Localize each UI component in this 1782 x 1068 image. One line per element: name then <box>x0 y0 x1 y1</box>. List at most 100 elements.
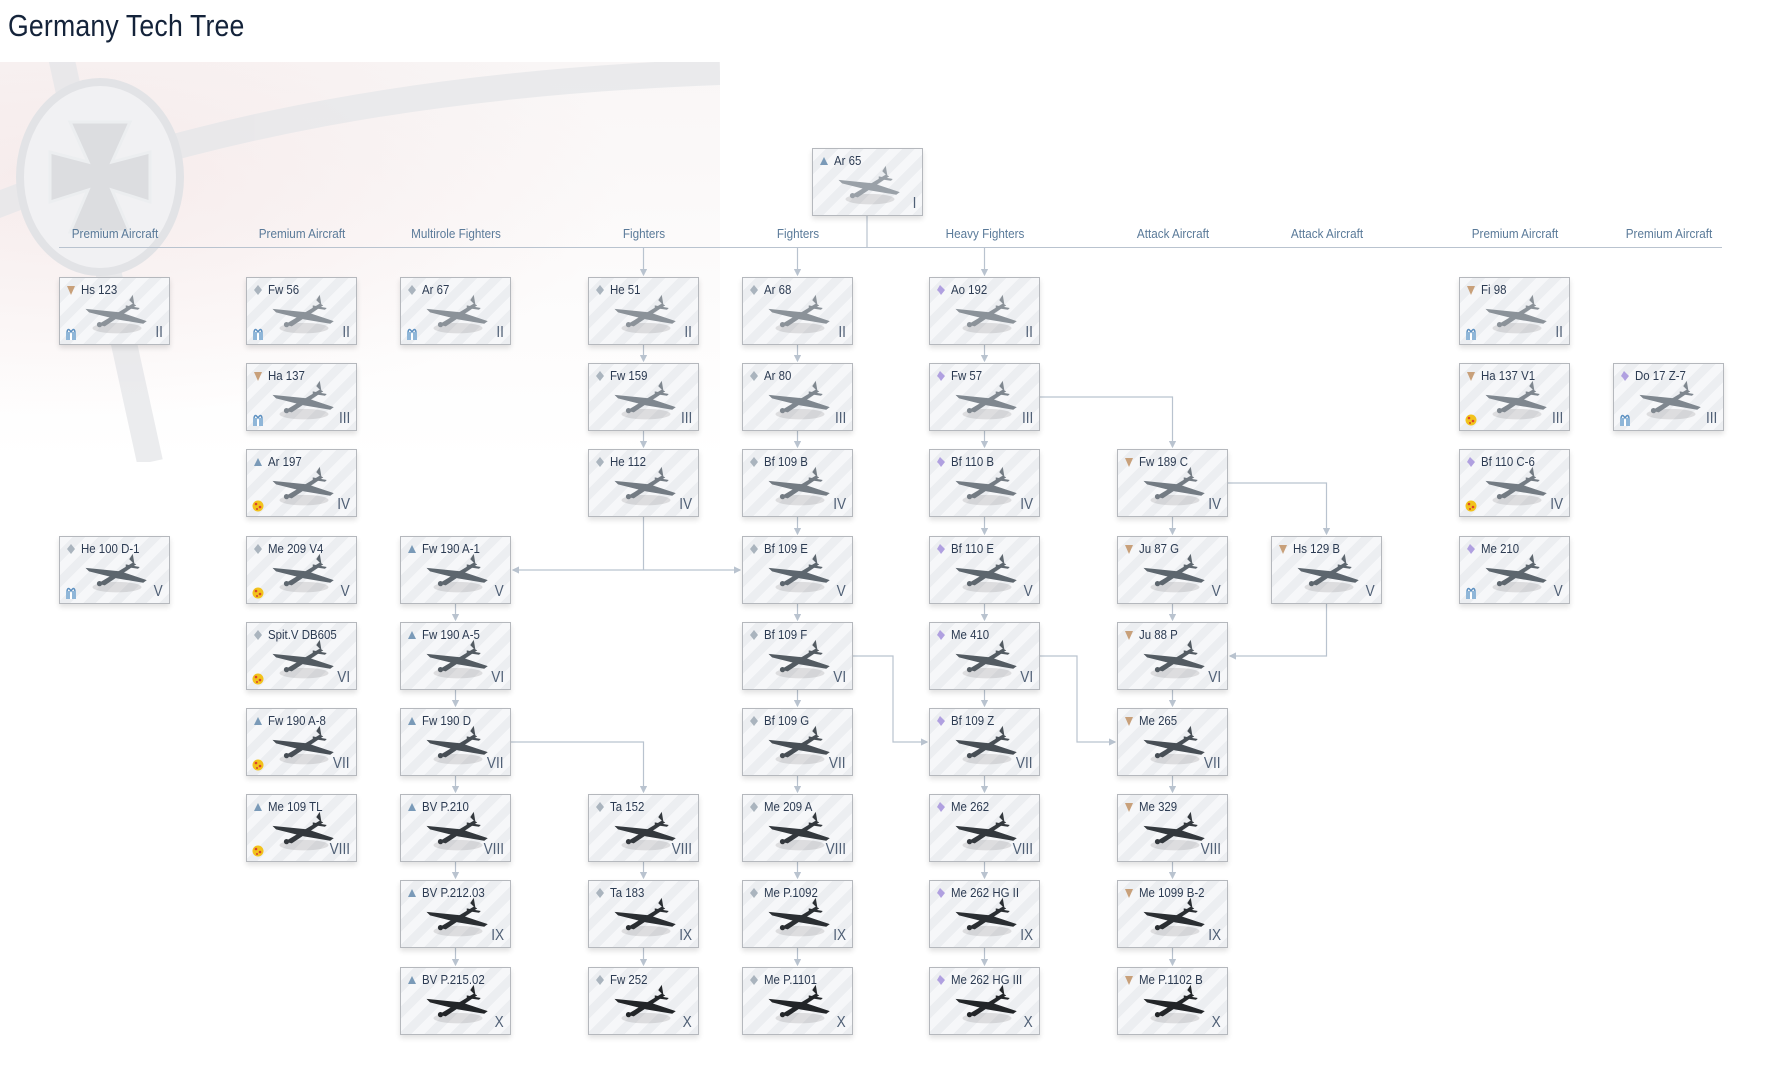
aircraft-image-icon <box>835 163 905 209</box>
tier-label: VII <box>829 755 846 772</box>
aircraft-name: Do 17 Z-7 <box>1635 368 1686 383</box>
premium-class-icon <box>1278 544 1288 554</box>
aircraft-name: Me 209 A <box>764 799 813 814</box>
aircraft-name: Me 109 TL <box>268 799 323 814</box>
tier-label: VIII <box>329 841 350 858</box>
tier-label: VI <box>337 669 350 686</box>
gift-icon <box>65 586 77 599</box>
aircraft-name: Bf 109 B <box>764 454 808 469</box>
gift-icon <box>252 413 264 426</box>
page-title: Germany Tech Tree <box>8 8 245 43</box>
tier-label: IV <box>1020 496 1033 513</box>
aircraft-name: Me 329 <box>1139 799 1178 814</box>
premium-class-icon <box>66 285 76 295</box>
aircraft-image-icon <box>952 292 1022 338</box>
tier-label: III <box>1705 410 1717 427</box>
aircraft-name: He 100 D-1 <box>81 541 140 556</box>
tier-label: IV <box>679 496 692 513</box>
tier-label: III <box>1551 410 1563 427</box>
standard-class-icon <box>749 888 759 898</box>
column-header-heavy-fighters: Heavy Fighters <box>945 226 1024 241</box>
aircraft-image-icon <box>423 723 493 769</box>
aircraft-name: Ta 183 <box>610 885 645 900</box>
tier-label: VII <box>487 755 504 772</box>
aircraft-name: Bf 110 C-6 <box>1481 454 1535 469</box>
aircraft-image-icon <box>952 895 1022 941</box>
aircraft-name: Spit.V DB605 <box>268 627 337 642</box>
standard-class-icon <box>595 802 605 812</box>
standard-class-icon <box>749 285 759 295</box>
tier-label: VI <box>491 669 504 686</box>
aircraft-name: Bf 109 E <box>764 541 808 556</box>
aircraft-image-icon <box>765 723 835 769</box>
column-header-premium-aircraft: Premium Aircraft <box>71 226 158 241</box>
tier-label: III <box>680 410 692 427</box>
tier-label: IX <box>1208 927 1221 944</box>
coin-icon <box>252 586 264 599</box>
aircraft-image-icon <box>952 551 1022 597</box>
aircraft-name: Bf 109 F <box>764 627 808 642</box>
premium-class-icon <box>1124 457 1134 467</box>
aircraft-image-icon <box>1140 551 1210 597</box>
aircraft-image-icon <box>269 292 339 338</box>
aircraft-name: Fw 57 <box>951 368 983 383</box>
aircraft-image-icon <box>423 292 493 338</box>
aircraft-card-me-109-tl[interactable]: Me 109 TL VIII <box>246 794 357 862</box>
column-header-fighters: Fighters <box>622 226 665 241</box>
heavy-class-icon <box>936 544 946 554</box>
